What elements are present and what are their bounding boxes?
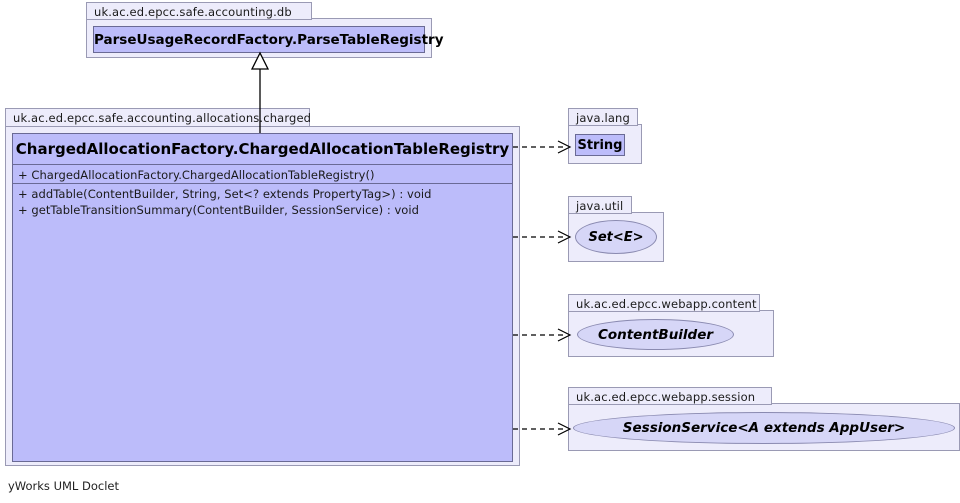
package-label-allocations-charged: uk.ac.ed.epcc.safe.accounting.allocation… (13, 111, 312, 125)
interface-node-session-service[interactable]: SessionService<A extends AppUser> (573, 412, 955, 444)
class-member-method-0[interactable]: + addTable(ContentBuilder, String, Set<?… (18, 187, 432, 201)
package-tab-java-lang[interactable]: java.lang (568, 108, 638, 126)
tool-credit-label: yWorks UML Doclet (8, 479, 119, 493)
interface-label-set: Set<E> (588, 229, 644, 245)
package-label-accounting-db: uk.ac.ed.epcc.safe.accounting.db (94, 5, 292, 19)
package-tab-webapp-content[interactable]: uk.ac.ed.epcc.webapp.content (568, 294, 760, 312)
class-node-string[interactable]: String (575, 134, 625, 156)
package-label-java-lang: java.lang (576, 111, 630, 125)
package-tab-webapp-session[interactable]: uk.ac.ed.epcc.webapp.session (568, 387, 772, 405)
class-title-string: String (577, 138, 623, 153)
class-title-charged-allocation-table-registry: ChargedAllocationFactory.ChargedAllocati… (15, 140, 510, 158)
package-tab-allocations-charged[interactable]: uk.ac.ed.epcc.safe.accounting.allocation… (5, 108, 312, 127)
class-title-parse-table-registry: ParseUsageRecordFactory.ParseTableRegist… (94, 32, 444, 48)
edge-dependency-to-set (513, 230, 572, 244)
class-constructor-divider (13, 183, 512, 184)
class-node-charged-allocation-table-registry[interactable]: ChargedAllocationFactory.ChargedAllocati… (12, 133, 513, 462)
package-tab-accounting-db[interactable]: uk.ac.ed.epcc.safe.accounting.db (86, 2, 312, 20)
edge-dependency-to-string (513, 140, 572, 154)
class-member-constructor-0[interactable]: + ChargedAllocationFactory.ChargedAlloca… (18, 168, 375, 182)
interface-node-content-builder[interactable]: ContentBuilder (577, 319, 734, 350)
interface-node-set[interactable]: Set<E> (575, 220, 657, 254)
edge-dependency-to-session-service (513, 422, 572, 436)
class-member-method-1[interactable]: + getTableTransitionSummary(ContentBuild… (18, 203, 419, 217)
package-label-webapp-session: uk.ac.ed.epcc.webapp.session (576, 390, 756, 404)
class-title-divider (13, 164, 512, 165)
edge-dependency-to-content-builder (513, 328, 572, 342)
interface-label-content-builder: ContentBuilder (597, 326, 714, 343)
package-label-webapp-content: uk.ac.ed.epcc.webapp.content (576, 297, 757, 311)
package-tab-java-util[interactable]: java.util (568, 196, 632, 214)
class-node-parse-table-registry[interactable]: ParseUsageRecordFactory.ParseTableRegist… (93, 26, 444, 53)
package-label-java-util: java.util (576, 199, 624, 213)
interface-label-session-service: SessionService<A extends AppUser> (622, 420, 906, 436)
